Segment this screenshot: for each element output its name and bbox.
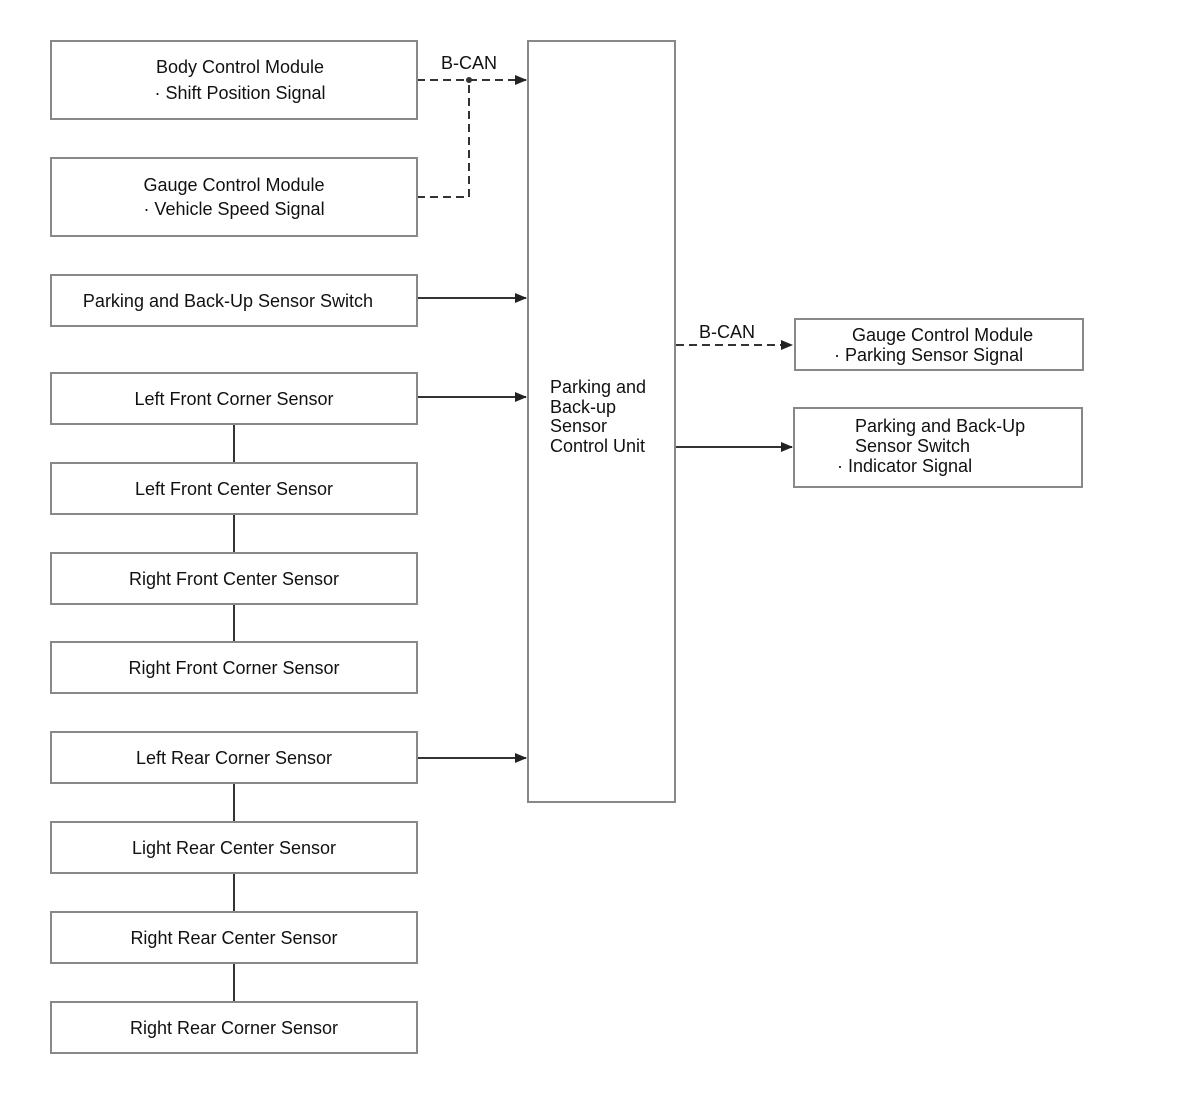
output-indicator-line1: Parking and Back-Up (855, 416, 1026, 436)
output-gauge-text: Gauge Control Module · Parking Sensor Si… (834, 325, 1033, 365)
sensor-label: Left Front Corner Sensor (134, 388, 334, 409)
sensor-box-front-2: Left Front Center Sensor (50, 462, 418, 515)
sensor-label: Right Front Corner Sensor (128, 657, 340, 678)
output-indicator-text: Parking and Back-Up Sensor Switch · Indi… (837, 416, 1025, 476)
sensor-label: Left Front Center Sensor (134, 478, 334, 499)
control-unit-line: Sensor (550, 416, 608, 436)
control-unit-box: Parking and Back-up Sensor Control Unit (527, 40, 676, 803)
sensor-box-rear-4: Right Rear Corner Sensor (50, 1001, 418, 1054)
control-unit-label: Parking and Back-up Sensor Control Unit (550, 377, 647, 456)
output-gauge-control-module-box: Gauge Control Module · Parking Sensor Si… (794, 318, 1084, 371)
sensor-label: Left Rear Corner Sensor (135, 747, 333, 768)
output-indicator-box: Parking and Back-Up Sensor Switch · Indi… (793, 407, 1083, 488)
bcm-title: Body Control Module (155, 57, 325, 77)
sensor-label: Right Rear Center Sensor (130, 927, 338, 948)
gcm-signal: · Vehicle Speed Signal (143, 199, 325, 219)
sensor-box-rear-2: Light Rear Center Sensor (50, 821, 418, 874)
bcan-bus-line-gcm (417, 80, 470, 198)
switch-title: Parking and Back-Up Sensor Switch (82, 290, 374, 311)
control-unit-line: Back-up (550, 396, 617, 417)
sensor-box-front-1: Left Front Corner Sensor (50, 372, 418, 425)
parking-sensor-switch-box: Parking and Back-Up Sensor Switch (50, 274, 418, 327)
bcan-label-top: B-CAN (441, 53, 498, 73)
output-indicator-signal: · Indicator Signal (837, 456, 973, 476)
output-gauge-signal: · Parking Sensor Signal (834, 345, 1024, 365)
sensor-label: Right Rear Corner Sensor (129, 1017, 339, 1038)
output-indicator-line2: Sensor Switch (855, 436, 971, 456)
sensor-label: Right Front Center Sensor (128, 568, 340, 589)
sensor-box-rear-3: Right Rear Center Sensor (50, 911, 418, 964)
gauge-control-module-box: Gauge Control Module · Vehicle Speed Sig… (50, 157, 418, 237)
control-unit-line: Parking and (550, 377, 647, 397)
control-unit-line: Control Unit (550, 435, 646, 456)
bcm-signal: · Shift Position Signal (154, 83, 326, 103)
output-gauge-title: Gauge Control Module (852, 325, 1034, 345)
sensor-box-front-3: Right Front Center Sensor (50, 552, 418, 605)
gcm-title: Gauge Control Module (143, 175, 325, 195)
bcan-label-right: B-CAN (699, 322, 756, 342)
sensor-label: Light Rear Center Sensor (131, 837, 337, 858)
sensor-box-front-4: Right Front Corner Sensor (50, 641, 418, 694)
sensor-box-rear-1: Left Rear Corner Sensor (50, 731, 418, 784)
bcan-junction-dot (466, 77, 472, 83)
body-control-module-box: Body Control Module · Shift Position Sig… (50, 40, 418, 120)
